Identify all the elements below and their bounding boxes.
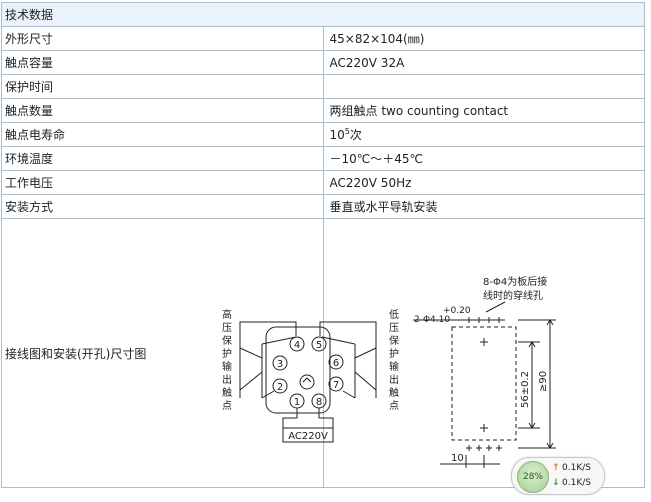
- left-label-char: 压: [222, 322, 232, 334]
- right-label-char: 触: [389, 386, 399, 399]
- left-output-label: 高 压 保 护 输 出 触 点: [222, 308, 232, 412]
- row-value-electrical-life: 105次: [322, 122, 645, 147]
- mounting-labels: 8-Φ4为板后接 线时的穿线孔 +0.20 2-Φ4.10 56±0.2 ≥90…: [414, 275, 549, 464]
- download-rate: ↓0.1K/S: [552, 478, 591, 488]
- supply-label: AC220V: [288, 431, 328, 442]
- dim-56-label: 56±0.2: [520, 371, 531, 408]
- left-label-char: 触: [222, 386, 232, 399]
- note-line-1: 8-Φ4为板后接: [483, 275, 547, 288]
- life-base: 10: [329, 128, 345, 142]
- wiring-labels: 高 压 保 护 输 出 触 点 低 压 保 护 输 出 触 点 1 2 3 4 …: [222, 308, 399, 442]
- mounting-diagram: [413, 301, 556, 468]
- tolerance-label: +0.20: [443, 306, 471, 316]
- relay-key: [299, 374, 315, 390]
- right-wire: [321, 336, 356, 399]
- pin-1: 1: [294, 397, 300, 408]
- table-row: 工作电压 AC220V 50Hz: [1, 170, 645, 195]
- left-label-char: 高: [222, 308, 232, 321]
- pin-7: 7: [333, 380, 339, 391]
- left-wire: [261, 336, 297, 399]
- speed-gauge: 28%: [517, 461, 549, 493]
- left-label-char: 保: [222, 334, 232, 347]
- pin-2: 2: [277, 382, 283, 393]
- life-suffix: 次: [349, 128, 362, 142]
- tech-data-table: 技术数据 外形尺寸 45×82×104(㎜) 触点容量 AC220V 32A 保…: [1, 2, 645, 488]
- row-label-contact-count: 触点数量: [1, 98, 324, 123]
- right-label-char: 压: [389, 322, 399, 334]
- note-leader: [485, 301, 506, 313]
- upload-rate-value: 0.1K/S: [562, 463, 591, 473]
- left-switch: [239, 347, 263, 391]
- table-row: 保护时间: [1, 74, 645, 99]
- dim-90-label: ≥90: [538, 371, 549, 392]
- download-rate-value: 0.1K/S: [562, 478, 591, 488]
- download-arrow-icon: ↓: [552, 478, 560, 488]
- right-label-char: 点: [389, 400, 399, 412]
- dim-56-lines: [518, 341, 540, 429]
- right-label-char: 输: [389, 360, 399, 373]
- top-hole-marks: [413, 317, 505, 323]
- row-value-ambient-temp: －10℃～＋45℃: [322, 146, 645, 171]
- network-speed-widget[interactable]: 28% ↑0.1K/S ↓0.1K/S: [511, 457, 605, 495]
- right-switch: [354, 347, 377, 391]
- row-label-mounting: 安装方式: [1, 194, 324, 219]
- table-row: 接线图和安装(开孔)尺寸图: [1, 218, 645, 488]
- mounting-outline: [451, 326, 517, 441]
- pin-8: 8: [316, 397, 322, 408]
- right-label-char: 出: [389, 373, 399, 386]
- mounting-holes: [480, 338, 488, 432]
- supply-box: [282, 427, 334, 443]
- top-left-loop: [239, 321, 297, 342]
- pin-6: 6: [333, 358, 339, 369]
- pin-4: 4: [294, 340, 300, 351]
- note-line-2: 线时的穿线孔: [483, 289, 543, 302]
- row-value-contact-capacity: AC220V 32A: [322, 50, 645, 75]
- life-exponent: 5: [344, 127, 350, 136]
- table-row: 触点数量 两组触点 two counting contact: [1, 98, 645, 123]
- supply-lead-right: [318, 408, 334, 428]
- hole-spec-label: 2-Φ4.10: [414, 315, 450, 325]
- pin-circles: [272, 336, 344, 409]
- right-label-char: 护: [389, 347, 399, 360]
- left-label-char: 输: [222, 360, 232, 373]
- right-label-char: 保: [389, 334, 399, 347]
- left-label-char: 护: [222, 347, 232, 360]
- top-right-loop: [319, 321, 377, 342]
- pin-5: 5: [316, 340, 322, 351]
- supply-lead-left: [282, 408, 298, 428]
- left-label-char: 出: [222, 373, 232, 386]
- right-label-char: 低: [389, 308, 399, 321]
- row-value-contact-count: 两组触点 two counting contact: [322, 98, 645, 123]
- row-label-protection-time: 保护时间: [1, 74, 324, 99]
- dim-10-label: 10: [451, 453, 464, 464]
- row-label-diagrams: 接线图和安装(开孔)尺寸图: [1, 218, 324, 488]
- upload-rate: ↑0.1K/S: [552, 463, 591, 473]
- table-row: 外形尺寸 45×82×104(㎜): [1, 26, 645, 51]
- wiring-diagram: [239, 321, 377, 443]
- pin-3: 3: [277, 359, 283, 370]
- relay-body: [265, 326, 331, 414]
- pin-numbers: 1 2 3 4 5 6 7 8: [277, 340, 339, 408]
- row-value-dimensions: 45×82×104(㎜): [322, 26, 645, 51]
- upload-arrow-icon: ↑: [552, 463, 560, 473]
- bottom-hole-marks: [440, 445, 502, 468]
- table-header: 技术数据: [1, 2, 645, 27]
- right-output-label: 低 压 保 护 输 出 触 点: [389, 308, 399, 412]
- table-row: 安装方式 垂直或水平导轨安装: [1, 194, 645, 219]
- left-label-char: 点: [222, 400, 232, 412]
